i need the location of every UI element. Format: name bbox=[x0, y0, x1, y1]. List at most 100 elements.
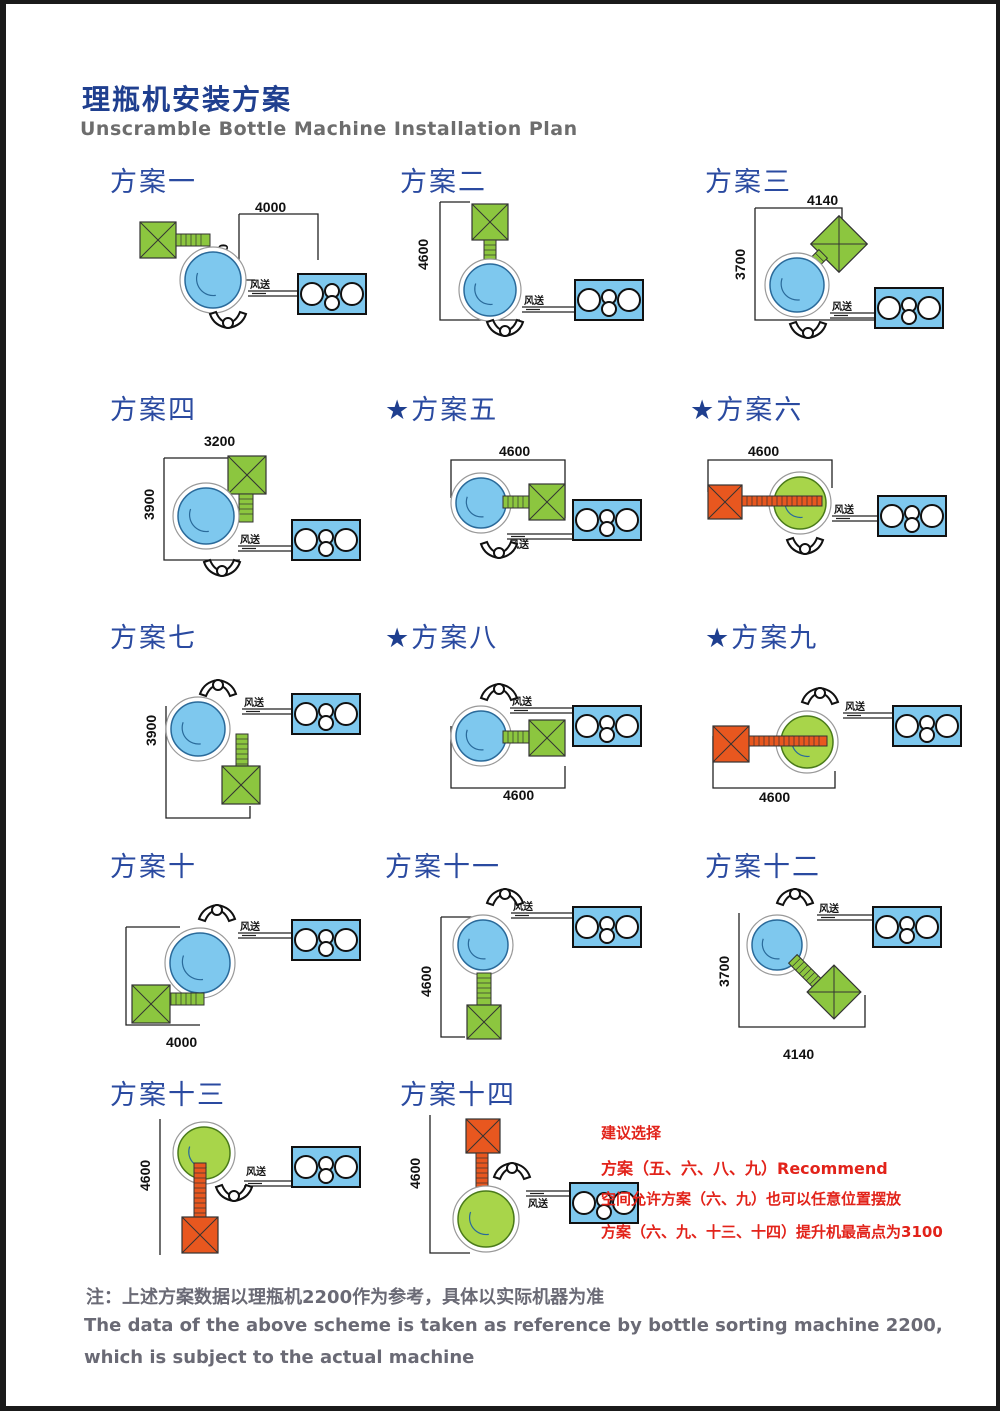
plan-name: 方案一 bbox=[110, 167, 197, 198]
plan-title: 方案一 bbox=[110, 160, 410, 199]
operator-head bbox=[814, 687, 826, 699]
filling-machine-wheel bbox=[899, 928, 915, 944]
bottle-elevator bbox=[748, 735, 828, 747]
hopper bbox=[528, 483, 566, 521]
space-outline bbox=[738, 913, 866, 1028]
bottle-unscrambler bbox=[455, 710, 507, 762]
filling-machine-wheel bbox=[880, 504, 904, 528]
filling-machine-wheel bbox=[895, 714, 919, 738]
plan-name: 方案十二 bbox=[705, 852, 821, 883]
plan-name: 方案二 bbox=[400, 167, 487, 198]
hopper bbox=[707, 484, 743, 520]
rotation-arrow bbox=[465, 496, 484, 518]
recommend-line-1: 方案（五、六、八、九）Recommend bbox=[601, 1159, 888, 1178]
hopper-cross-b bbox=[181, 1216, 219, 1254]
hopper-cross-b bbox=[707, 484, 743, 520]
space-outline bbox=[238, 213, 319, 281]
filling-machine-wheel bbox=[334, 702, 358, 726]
filling-machine-wheel bbox=[875, 915, 899, 939]
dimension-width: 4140 bbox=[807, 192, 838, 208]
recommended-star-icon: ★ bbox=[385, 623, 412, 654]
rotation-arrow bbox=[780, 278, 800, 301]
elevator-body bbox=[238, 493, 254, 523]
filling-machine-wheel bbox=[612, 1191, 636, 1215]
filling-machine-wheel bbox=[324, 295, 340, 311]
operator-head bbox=[493, 683, 505, 695]
operator-head bbox=[228, 1190, 240, 1202]
plan-title: 方案七 bbox=[110, 616, 410, 655]
dimension-width: 4600 bbox=[499, 443, 530, 459]
air-conveyor-label: 风送 bbox=[240, 533, 261, 546]
bottle-elevator bbox=[741, 495, 823, 507]
filling-machine-wheel bbox=[294, 928, 318, 952]
plan-title: ★方案九 bbox=[705, 616, 1000, 655]
filling-machine-wheel bbox=[599, 727, 615, 743]
plan-name: 方案十一 bbox=[385, 852, 501, 883]
hopper-cross-b bbox=[528, 483, 566, 521]
recommend-line-2: 空间允许方案（六、九）也可以任意位置摆放 bbox=[601, 1190, 902, 1208]
rotation-arrow bbox=[195, 272, 216, 297]
rotation-arrow bbox=[468, 1211, 489, 1236]
filling-machine-wheel bbox=[915, 915, 939, 939]
elevator-rung bbox=[791, 957, 801, 967]
hopper-cross-b bbox=[131, 984, 171, 1024]
operator-icon bbox=[485, 887, 525, 907]
bottle-unscrambler bbox=[751, 919, 803, 971]
bottle-elevator bbox=[476, 972, 492, 1008]
bottle-elevator bbox=[502, 495, 532, 509]
installation-plan: 方案一40003100风送 bbox=[110, 160, 410, 388]
air-conveyor-label: 风送 bbox=[819, 902, 840, 915]
operator-head bbox=[216, 565, 228, 577]
filling-machine-wheel bbox=[318, 541, 334, 557]
filling-machine-wheel bbox=[318, 941, 334, 957]
air-conveyor-label: 风送 bbox=[250, 278, 271, 291]
hopper-cross-b bbox=[810, 243, 868, 245]
operator-head bbox=[802, 327, 814, 339]
elevator-rung bbox=[815, 252, 825, 262]
elevator-body bbox=[748, 735, 828, 747]
elevator-body bbox=[502, 730, 532, 744]
operator-icon bbox=[492, 1161, 532, 1181]
page-title: 理瓶机安装方案 bbox=[82, 83, 293, 116]
air-conveyor-label: 风送 bbox=[244, 696, 265, 709]
hopper bbox=[806, 964, 862, 1020]
elevator-body bbox=[175, 233, 211, 247]
space-outline bbox=[440, 916, 475, 1038]
plan-name: 方案十三 bbox=[110, 1080, 226, 1111]
filling-machine-wheel bbox=[919, 727, 935, 743]
plan-name: 方案六 bbox=[716, 395, 804, 426]
elevator-rung bbox=[806, 972, 816, 982]
operator-head bbox=[506, 1162, 518, 1174]
recommended-star-icon: ★ bbox=[690, 395, 717, 426]
hopper-cross-b bbox=[465, 1118, 501, 1154]
dimension-height: 4600 bbox=[407, 1158, 423, 1189]
note-chinese: 注：上述方案数据以理瓶机2200作为参考，具体以实际机器为准 bbox=[86, 1287, 605, 1308]
dimension-height: 4600 bbox=[137, 1160, 153, 1191]
bottle-elevator bbox=[502, 730, 532, 744]
hopper-cross-b bbox=[807, 991, 861, 993]
plan-name: 方案三 bbox=[705, 167, 792, 198]
air-conveyor-label: 风送 bbox=[528, 1197, 549, 1210]
dimension-height: 3900 bbox=[141, 489, 157, 520]
filling-machine-wheel bbox=[575, 508, 599, 532]
plan-title: 方案四 bbox=[110, 388, 410, 427]
air-conveyor-label: 风送 bbox=[834, 503, 855, 516]
filling-machine-wheel bbox=[935, 714, 959, 738]
filling-machine-wheel bbox=[294, 1155, 318, 1179]
hopper-cross-b bbox=[221, 765, 261, 805]
rotation-arrow bbox=[465, 729, 484, 751]
plan-name: 方案五 bbox=[411, 395, 499, 426]
